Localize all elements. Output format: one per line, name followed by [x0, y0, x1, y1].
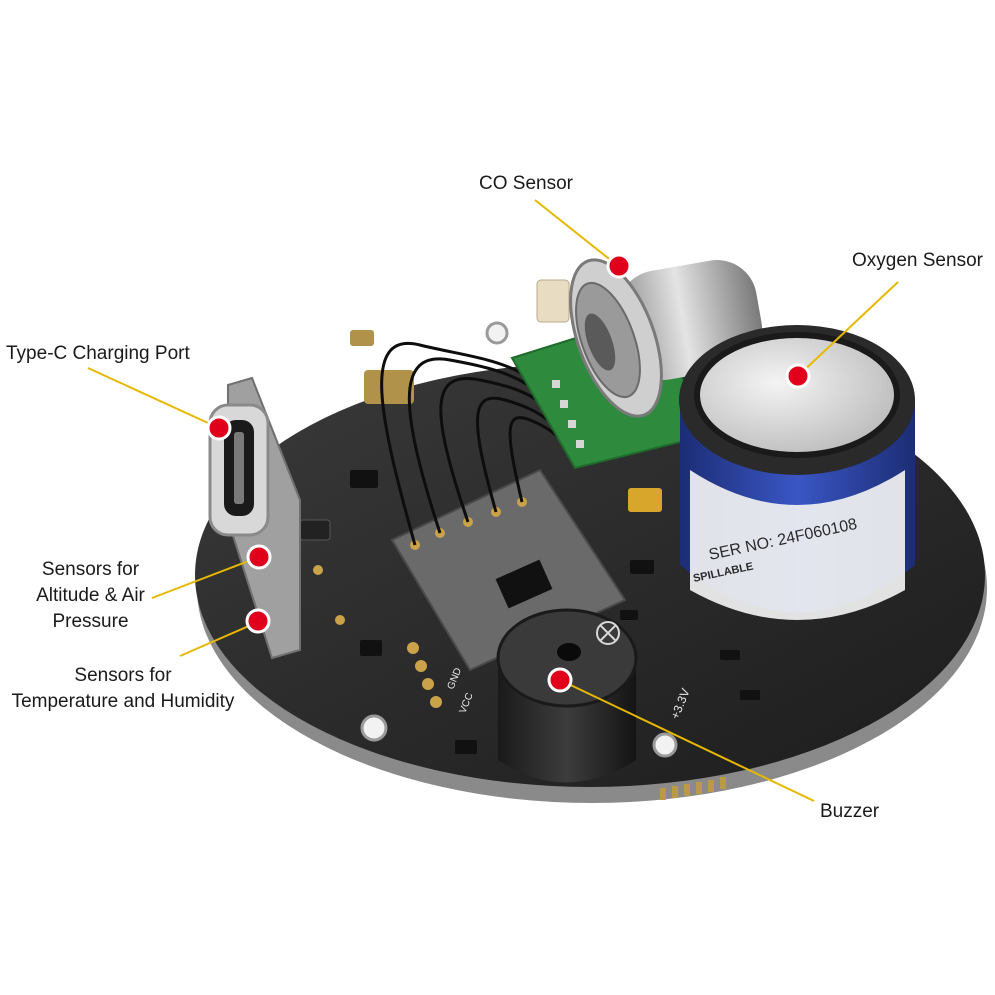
buzzer-dot	[547, 667, 573, 693]
altitude-sensor-dot	[246, 544, 272, 570]
oxygen-sensor-callout-line	[797, 281, 899, 377]
temp-humidity-label-line-2: Temperature and Humidity	[11, 691, 235, 712]
altitude-label-line-3: Pressure	[52, 611, 129, 632]
mounting-hole	[360, 714, 388, 742]
type-c-dot	[206, 415, 232, 441]
oxygen-sensor-label	[690, 470, 905, 620]
altitude-label-line-2: Altitude & Air	[36, 585, 145, 606]
type-c-port-label: Type-C Charging Port	[6, 343, 190, 364]
co-sensor-callout-line	[534, 199, 619, 267]
co-board-pins	[552, 380, 584, 448]
tantalum-capacitor	[628, 488, 662, 512]
edge-connector	[660, 777, 726, 800]
callout-lines	[87, 199, 899, 802]
oxygen-sensor-label-text: Oxygen Sensor	[852, 250, 983, 271]
co-sensor-label: CO Sensor	[479, 173, 573, 194]
oxygen-sensor-dot	[785, 363, 811, 389]
oxygen-sensor: SER NO: 24F060108 SPILLABLE	[679, 325, 915, 620]
solder-pads	[313, 330, 442, 708]
sensor-ic-chip	[495, 559, 553, 609]
buzzer	[496, 608, 638, 783]
buzzer-label: Buzzer	[820, 801, 880, 822]
altitude-sensor-callout-line	[151, 556, 260, 599]
temp-humidity-callout-line	[179, 621, 259, 657]
mounting-hole	[652, 732, 678, 758]
co-sensor-dot	[606, 253, 632, 279]
smd-components	[299, 470, 760, 754]
callout-dots	[206, 253, 811, 693]
type-c-callout-line	[87, 367, 220, 429]
buzzer-callout-line	[559, 679, 815, 802]
temp-humidity-sensor-label: Sensors for Temperature and Humidity	[0, 663, 246, 715]
mounting-hole	[485, 321, 509, 345]
jst-connector	[536, 279, 570, 323]
temp-humidity-dot	[245, 608, 271, 634]
altitude-label-line-1: Sensors for	[41, 559, 140, 580]
temp-humidity-label-line-1: Sensors for	[74, 665, 172, 686]
altitude-sensor-label: Sensors for Altitude & Air Pressure	[28, 557, 153, 635]
